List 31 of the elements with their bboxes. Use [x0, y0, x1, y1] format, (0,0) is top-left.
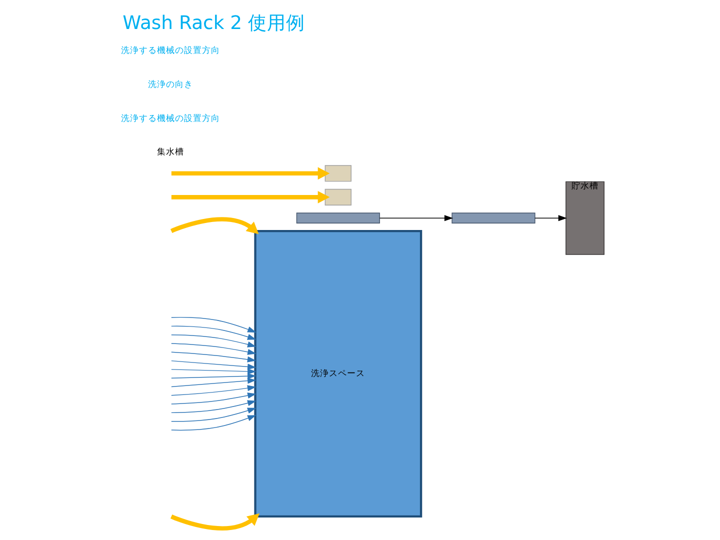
node-box [451, 212, 535, 224]
arrow [170, 392, 256, 404]
arrow [170, 415, 256, 431]
arrow [170, 368, 256, 384]
arrow [170, 326, 256, 340]
node-box [324, 165, 351, 182]
arrow [170, 352, 256, 362]
arrow [170, 385, 256, 396]
arrow [170, 360, 256, 374]
arrow [170, 513, 259, 530]
arrow [170, 373, 256, 388]
arrow [170, 217, 258, 234]
node-box: 貯水槽 [565, 181, 604, 255]
arrow [170, 408, 256, 422]
arrow [170, 167, 330, 180]
label: 洗浄する機械の設置方向 [120, 46, 220, 56]
arrow [170, 364, 256, 380]
label: 洗浄する機械の設置方向 [120, 114, 220, 124]
arrow [170, 400, 256, 414]
arrow [170, 190, 330, 204]
arrow [170, 316, 256, 332]
node-box [296, 212, 380, 224]
arrow [378, 215, 453, 222]
diagram-title: Wash Rack 2 使用例 [122, 13, 305, 34]
arrow [170, 343, 256, 355]
node-box [324, 188, 351, 206]
label: 集水槽 [156, 148, 184, 158]
node-box: 洗浄スペース [254, 230, 422, 518]
label: 洗浄の向き [148, 80, 193, 90]
arrow [170, 334, 256, 348]
arrow [534, 215, 566, 222]
